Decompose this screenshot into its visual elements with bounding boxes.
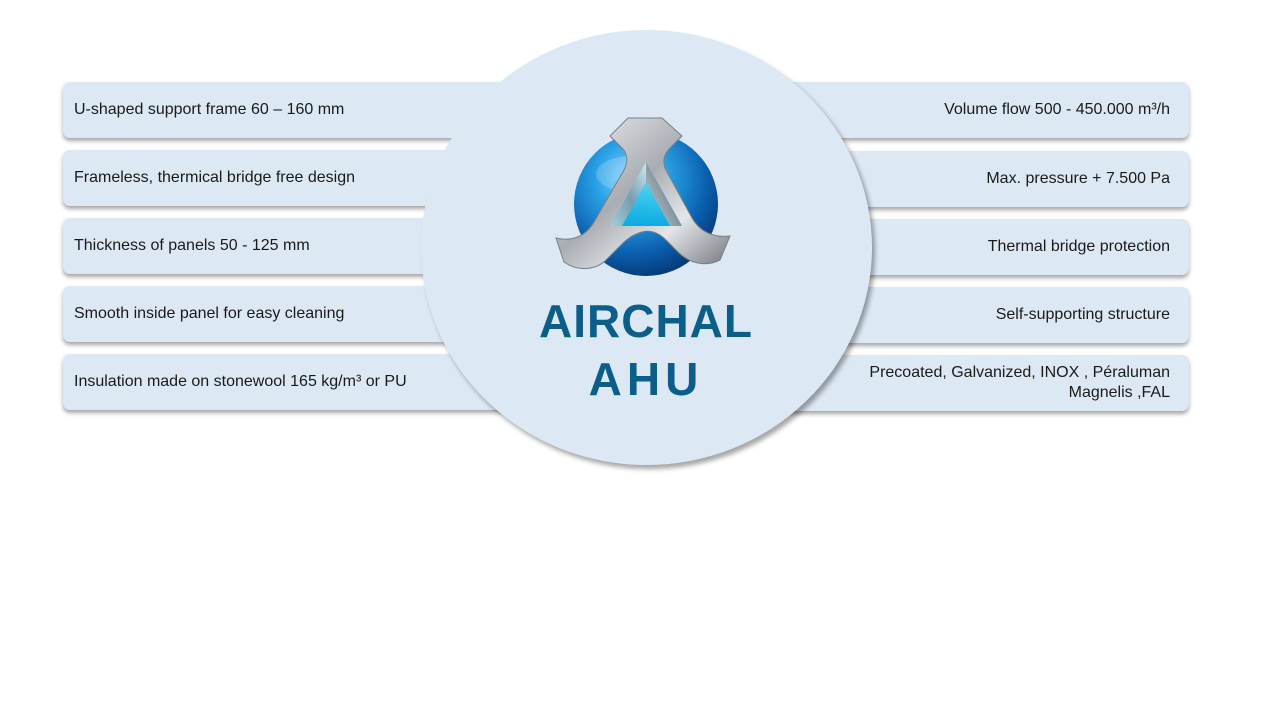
left-feature-5-text: Insulation made on stonewool 165 kg/m³ o… xyxy=(74,373,407,390)
right-feature-2-text: Max. pressure + 7.500 Pa xyxy=(986,170,1170,187)
left-feature-3-text: Thickness of panels 50 - 125 mm xyxy=(74,237,310,254)
left-feature-4-text: Smooth inside panel for easy cleaning xyxy=(74,305,345,322)
right-feature-1-text: Volume flow 500 - 450.000 m³/h xyxy=(944,101,1170,118)
left-feature-2-text: Frameless, thermical bridge free design xyxy=(74,169,356,186)
airchal-logo-icon xyxy=(554,112,736,278)
right-feature-4-text: Self-supporting structure xyxy=(995,306,1170,323)
right-feature-3-text: Thermal bridge protection xyxy=(987,238,1170,255)
right-feature-5-text: Precoated, Galvanized, INOX , Péraluman … xyxy=(869,364,1170,401)
brand-name: AIRCHAL xyxy=(539,295,753,347)
brand-product: AHU xyxy=(588,353,704,405)
left-feature-1-text: U-shaped support frame 60 – 160 mm xyxy=(74,101,345,118)
